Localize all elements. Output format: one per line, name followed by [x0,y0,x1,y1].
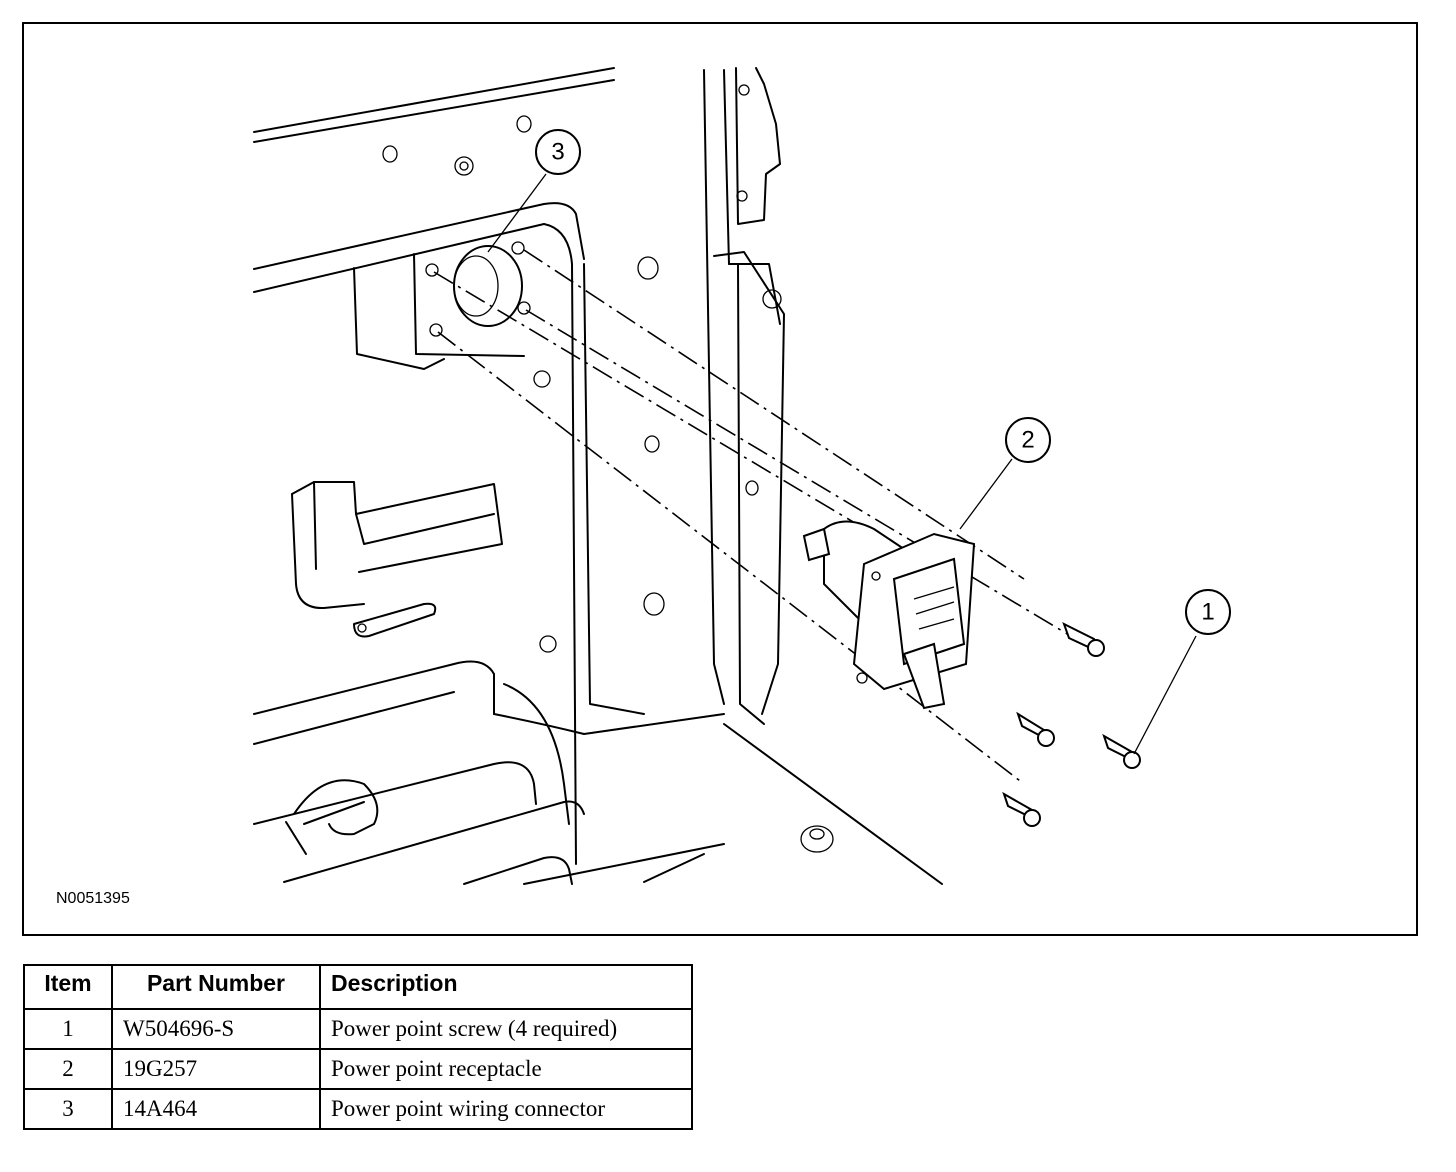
cell-item: 1 [23,1008,113,1050]
cell-part-number: 19G257 [111,1048,321,1090]
table-row: 2 19G257 Power point receptacle [23,1048,693,1090]
vehicle-panel [253,67,834,885]
callout-leaders [487,173,1197,755]
cell-description: Power point receptacle [319,1048,693,1090]
pillar [703,67,943,885]
figure-id: N0051395 [56,890,130,907]
header-item: Item [23,964,113,1010]
cell-item: 2 [23,1048,113,1090]
parts-table: Item Part Number Description 1 W504696-S… [23,964,693,1130]
callout-3: 3 [535,129,581,175]
callout-2-label: 2 [1021,427,1034,454]
screws [1002,621,1141,827]
diagram-drawing: 3 2 1 [253,67,1231,885]
table-row: 3 14A464 Power point wiring connector [23,1088,693,1130]
header-part-number: Part Number [111,964,321,1010]
cell-part-number: 14A464 [111,1088,321,1130]
cell-description: Power point wiring connector [319,1088,693,1130]
cell-description: Power point screw (4 required) [319,1008,693,1050]
callout-1: 1 [1185,589,1231,635]
table-header-row: Item Part Number Description [23,964,693,1010]
callout-2: 2 [1005,417,1051,463]
cell-part-number: W504696-S [111,1008,321,1050]
callout-1-label: 1 [1201,599,1214,626]
table-row: 1 W504696-S Power point screw (4 require… [23,1008,693,1050]
power-point-receptacle [802,520,976,710]
callout-3-label: 3 [551,139,564,166]
cell-item: 3 [23,1088,113,1130]
exploded-diagram: 3 2 1 N0051395 [22,22,1418,936]
header-description: Description [319,964,693,1010]
